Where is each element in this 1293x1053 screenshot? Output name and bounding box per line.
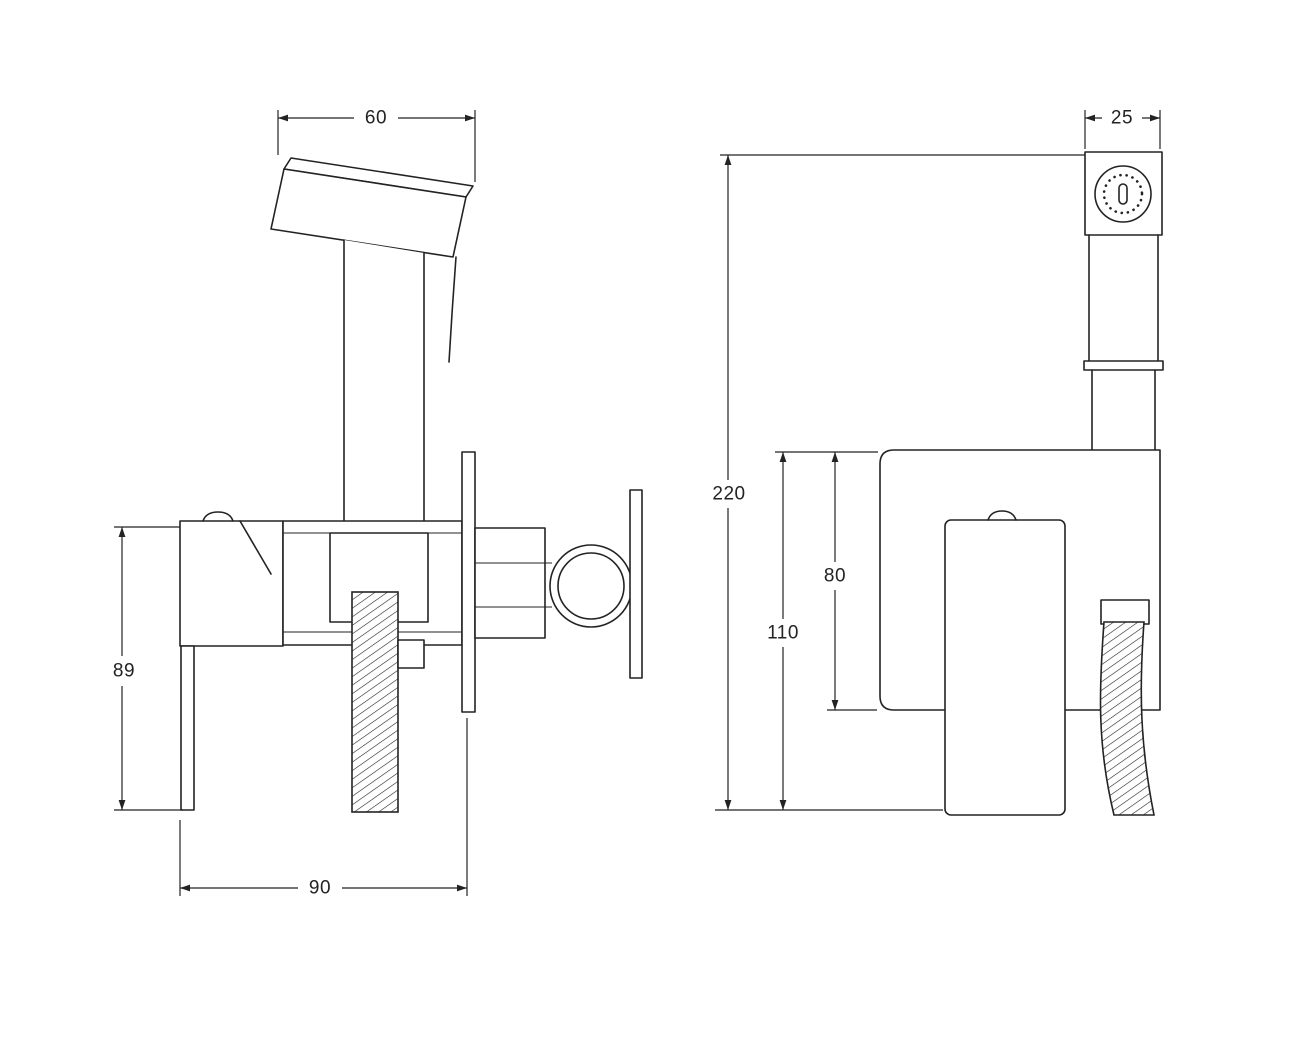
hose-connector bbox=[1100, 599, 1150, 625]
dimension-front-height: 89 bbox=[102, 526, 183, 811]
side-view bbox=[879, 151, 1164, 816]
head-profile-edge bbox=[448, 256, 457, 363]
lever-screw bbox=[987, 510, 1017, 521]
hose-coupling-outer bbox=[549, 544, 633, 628]
dim-label-total-height: 220 bbox=[712, 484, 745, 505]
set-screw bbox=[202, 511, 234, 522]
spray-face bbox=[1094, 165, 1152, 223]
hose-nut bbox=[397, 639, 425, 669]
dimension-mount-height: 110 bbox=[758, 451, 878, 810]
sprayer-head-side bbox=[1084, 151, 1163, 236]
dim-label-mount-height: 110 bbox=[767, 623, 799, 644]
sprayer-head-front bbox=[270, 157, 474, 363]
lever-seam bbox=[239, 520, 272, 575]
lever-side bbox=[944, 510, 1066, 816]
dim-label-head-width: 60 bbox=[365, 108, 387, 129]
hose-coupling-inner bbox=[557, 552, 625, 620]
side-plate bbox=[629, 489, 643, 679]
lever-base bbox=[179, 520, 284, 647]
mixer-body-front bbox=[179, 451, 643, 811]
dim-label-head-depth: 25 bbox=[1111, 108, 1133, 129]
dimension-head-width: 60 bbox=[277, 104, 476, 182]
dim-label-body-height: 80 bbox=[824, 566, 846, 587]
dim-label-front-height: 89 bbox=[113, 661, 135, 682]
body-right-block bbox=[474, 527, 546, 639]
shaft-flange bbox=[1083, 360, 1164, 371]
shower-hose-side bbox=[1099, 599, 1155, 816]
spray-slot bbox=[1118, 183, 1128, 205]
dimension-front-width: 90 bbox=[179, 718, 468, 902]
handle-shaft-front bbox=[343, 239, 425, 534]
spray-nozzle-dots bbox=[1102, 173, 1144, 215]
dimension-body-height: 80 bbox=[813, 452, 877, 711]
dimension-total-height: 220 bbox=[702, 154, 1085, 811]
dimension-head-depth: 25 bbox=[1084, 104, 1161, 149]
wall-flange bbox=[461, 451, 476, 713]
lever-arm bbox=[180, 645, 195, 811]
shower-hose-front bbox=[351, 591, 425, 813]
handle-shaft-side bbox=[1083, 234, 1164, 453]
dim-label-front-width: 90 bbox=[309, 878, 331, 899]
front-view bbox=[179, 157, 643, 813]
